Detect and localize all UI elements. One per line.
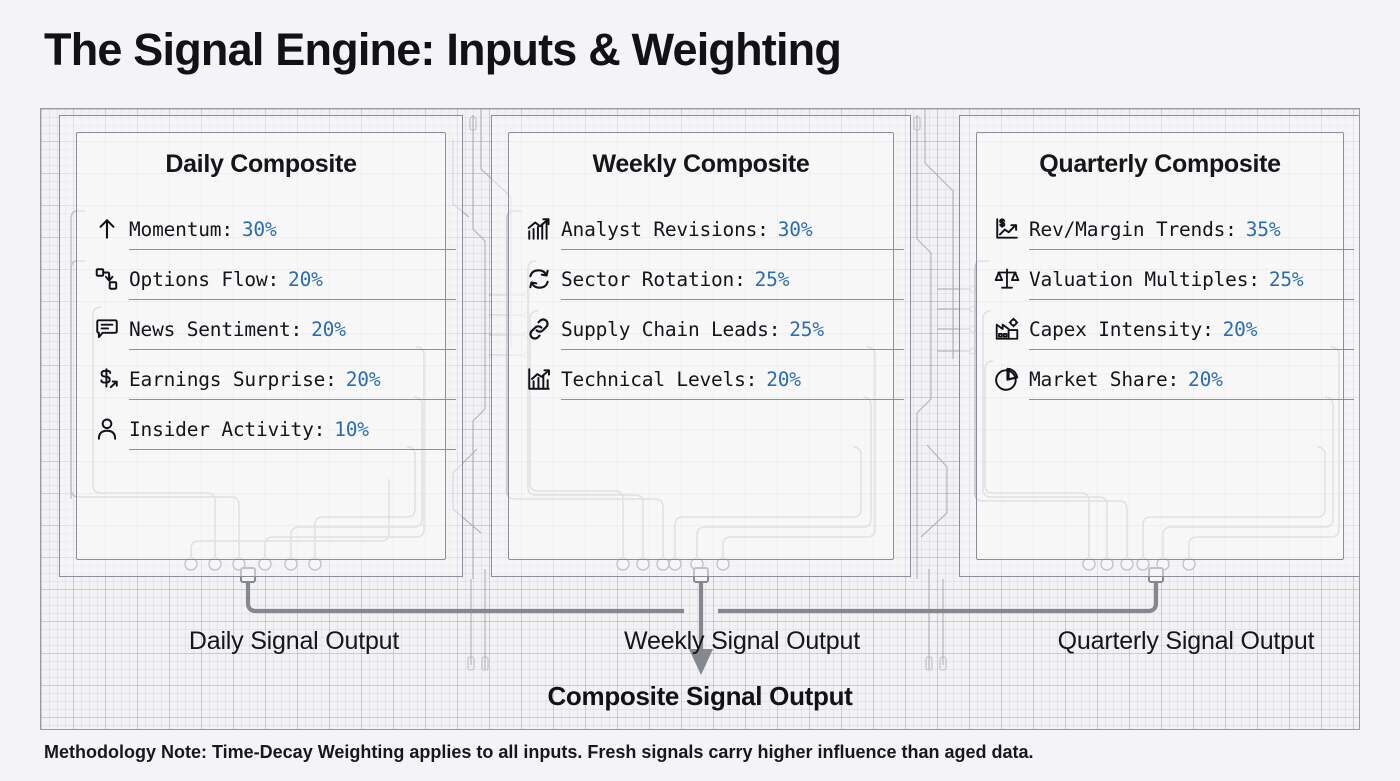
output-label-quarterly: Quarterly Signal Output bbox=[1057, 627, 1315, 655]
signal-label: Momentum: bbox=[129, 217, 233, 241]
signal-weight: 20% bbox=[1222, 317, 1258, 341]
panel-daily-composite[interactable]: Daily Composite Momentum: 30% bbox=[59, 115, 463, 577]
circuit-board-canvas: Daily Composite Momentum: 30% bbox=[40, 108, 1360, 730]
signal-label: Valuation Multiples: bbox=[1029, 267, 1260, 291]
dollar-arrow-icon bbox=[94, 366, 120, 392]
signal-label: Earnings Surprise: bbox=[129, 367, 337, 391]
signal-label: Analyst Revisions: bbox=[561, 217, 769, 241]
signal-weight: 25% bbox=[1268, 267, 1304, 291]
output-label-weekly: Weekly Signal Output bbox=[624, 627, 860, 655]
signal-label: Rev/Margin Trends: bbox=[1029, 217, 1237, 241]
signal-weight: 20% bbox=[766, 367, 801, 391]
signal-row-supply-chain-leads[interactable]: Supply Chain Leads: 25% bbox=[526, 304, 904, 354]
signal-weight: 20% bbox=[288, 267, 323, 291]
composite-signal-output-label: Composite Signal Output bbox=[547, 681, 853, 711]
scales-icon bbox=[994, 266, 1020, 292]
signal-weight: 30% bbox=[777, 217, 813, 241]
chart-trend-up-icon bbox=[526, 216, 552, 242]
speech-bubble-icon bbox=[94, 316, 120, 342]
signal-label: Capex Intensity: bbox=[1029, 317, 1214, 341]
signal-weight: 25% bbox=[754, 267, 790, 291]
panel-daily-title: Daily Composite bbox=[165, 150, 357, 178]
signal-row-analyst-revisions[interactable]: Analyst Revisions: 30% bbox=[526, 204, 904, 254]
signal-weight: 35% bbox=[1245, 217, 1281, 241]
panel-quarterly-inner-frame bbox=[976, 132, 1344, 560]
signal-label: Technical Levels: bbox=[561, 367, 758, 391]
panel-daily-inner-frame bbox=[76, 132, 446, 560]
signal-row-rev-margin-trends[interactable]: Rev/Margin Trends: 35% bbox=[994, 204, 1354, 254]
signal-label: Market Share: bbox=[1029, 367, 1180, 391]
signal-row-valuation-multiples[interactable]: Valuation Multiples: 25% bbox=[994, 254, 1354, 304]
methodology-note: Methodology Note: Time-Decay Weighting a… bbox=[44, 742, 1034, 762]
signal-row-earnings-surprise[interactable]: Earnings Surprise: 20% bbox=[94, 354, 456, 404]
arrow-up-icon bbox=[94, 216, 120, 242]
output-label-daily: Daily Signal Output bbox=[188, 627, 400, 655]
signal-row-options-flow[interactable]: Options Flow: 20% bbox=[94, 254, 456, 304]
panel-weekly-inner-frame bbox=[508, 132, 894, 560]
signal-label: Sector Rotation: bbox=[561, 267, 746, 291]
signal-row-momentum[interactable]: Momentum: 30% bbox=[94, 204, 456, 254]
signal-row-market-share[interactable]: Market Share: 20% bbox=[994, 354, 1354, 404]
link-chain-icon bbox=[526, 316, 552, 342]
signal-weight: 30% bbox=[241, 217, 277, 241]
signal-row-insider-activity[interactable]: Insider Activity: 10% bbox=[94, 404, 456, 454]
page-title: The Signal Engine: Inputs & Weighting bbox=[44, 24, 842, 75]
panel-quarterly-composite[interactable]: Quarterly Composite Rev/Margin Trends: 3 bbox=[959, 115, 1359, 577]
signal-row-technical-levels[interactable]: Technical Levels: 20% bbox=[526, 354, 904, 404]
signal-label: News Sentiment: bbox=[129, 317, 303, 341]
panel-quarterly-title: Quarterly Composite bbox=[1039, 150, 1281, 178]
pie-chart-icon bbox=[994, 366, 1020, 392]
signal-label: Insider Activity: bbox=[129, 417, 326, 441]
panel-quarterly-rows: Rev/Margin Trends: 35% Valuation Multi bbox=[994, 204, 1354, 404]
rotate-icon bbox=[526, 266, 552, 292]
signal-weight: 20% bbox=[345, 367, 381, 391]
signal-row-sector-rotation[interactable]: Sector Rotation: 25% bbox=[526, 254, 904, 304]
factory-icon bbox=[994, 316, 1020, 342]
panel-weekly-composite[interactable]: Weekly Composite Analyst Revisions: 30% bbox=[491, 115, 911, 577]
dollar-chart-icon bbox=[994, 216, 1020, 242]
bar-chart-icon bbox=[526, 366, 552, 392]
panel-daily-rows: Momentum: 30% Options Flow: 20% bbox=[94, 204, 456, 454]
panel-weekly-title: Weekly Composite bbox=[592, 150, 810, 178]
signal-row-news-sentiment[interactable]: News Sentiment: 20% bbox=[94, 304, 456, 354]
signal-weight: 20% bbox=[311, 317, 346, 341]
signal-weight: 10% bbox=[334, 417, 369, 441]
signal-weight: 20% bbox=[1188, 367, 1223, 391]
signal-label: Supply Chain Leads: bbox=[561, 317, 781, 341]
person-icon bbox=[94, 416, 120, 442]
panel-weekly-rows: Analyst Revisions: 30% Sector Rotation: … bbox=[526, 204, 904, 404]
signal-weight: 25% bbox=[789, 317, 824, 341]
signal-label: Options Flow: bbox=[129, 267, 280, 291]
options-flow-icon bbox=[94, 266, 120, 292]
signal-row-capex-intensity[interactable]: Capex Intensity: 20% bbox=[994, 304, 1354, 354]
